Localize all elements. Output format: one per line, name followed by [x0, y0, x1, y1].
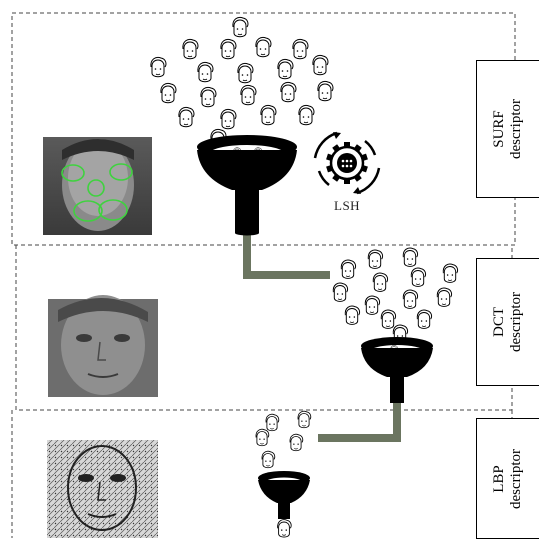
- face-sketch-icon: [344, 305, 361, 325]
- face-sketch-icon: [297, 410, 312, 429]
- surf-descriptor-label: SURF descriptor: [491, 99, 524, 159]
- face-cloud-surf: [150, 16, 334, 150]
- lsh-label: LSH: [334, 198, 361, 213]
- face-sketch-icon: [317, 80, 334, 102]
- face-lbp-texture: [47, 440, 158, 538]
- face-sketch-icon: [402, 247, 419, 267]
- face-sketch-icon: [280, 81, 297, 103]
- face-sketch-icon: [178, 106, 195, 128]
- face-sketch-icon: [197, 61, 214, 83]
- face-photo-dct: [48, 295, 158, 397]
- face-sketch-icon: [277, 58, 294, 80]
- face-sketch-icon: [261, 450, 276, 469]
- face-sketch-icon: [410, 267, 427, 287]
- face-sketch-icon: [289, 433, 304, 452]
- gear-cycle-icon: [313, 131, 381, 195]
- face-sketch-icon: [436, 287, 453, 307]
- face-sketch-icon: [240, 84, 257, 106]
- face-sketch-icon: [442, 263, 459, 283]
- surf-descriptor-box: SURF descriptor: [476, 60, 539, 198]
- face-sketch-icon: [260, 104, 277, 126]
- face-sketch-icon: [340, 259, 357, 279]
- face-sketch-icon: [367, 249, 384, 269]
- landmark-circles: [61, 163, 133, 222]
- face-cloud-lbp: [255, 410, 312, 469]
- connector-pipes: [243, 232, 401, 442]
- lbp-descriptor-label: LBP descriptor: [491, 448, 524, 509]
- face-sketch-icon: [416, 309, 433, 329]
- dct-descriptor-label: DCT descriptor: [491, 292, 524, 352]
- face-sketch-icon: [232, 16, 249, 38]
- funnel-icon-lbp: [258, 471, 310, 519]
- face-sketch-icon: [200, 86, 217, 108]
- face-sketch-icon: [265, 413, 280, 432]
- face-sketch-icon: [380, 309, 397, 329]
- face-sketch-icon: [332, 282, 349, 302]
- face-sketch-icon: [182, 38, 199, 60]
- face-sketch-icon: [312, 54, 329, 76]
- funnel-icon-dct: [361, 337, 433, 403]
- face-sketch-icon: [255, 428, 270, 447]
- output-face-icon: [277, 519, 292, 538]
- face-sketch-icon: [160, 82, 177, 104]
- face-sketch-icon: [255, 36, 272, 58]
- funnel-icon-surf: [197, 135, 297, 236]
- face-sketch-icon: [372, 272, 389, 292]
- face-sketch-icon: [292, 38, 309, 60]
- face-sketch-icon: [150, 56, 167, 78]
- face-sketch-icon: [220, 108, 237, 130]
- lbp-descriptor-box: LBP descriptor: [476, 418, 539, 539]
- face-photo-surf: [43, 137, 152, 235]
- pipe-dct-to-lbp: [318, 398, 401, 442]
- face-sketch-icon: [402, 289, 419, 309]
- dct-descriptor-box: DCT descriptor: [476, 258, 539, 386]
- face-cloud-dct: [332, 247, 459, 344]
- pipe-surf-to-dct: [243, 232, 330, 279]
- face-sketch-icon: [364, 295, 381, 315]
- face-sketch-icon: [220, 38, 237, 60]
- face-sketch-icon: [237, 62, 254, 84]
- face-sketch-icon: [298, 104, 315, 126]
